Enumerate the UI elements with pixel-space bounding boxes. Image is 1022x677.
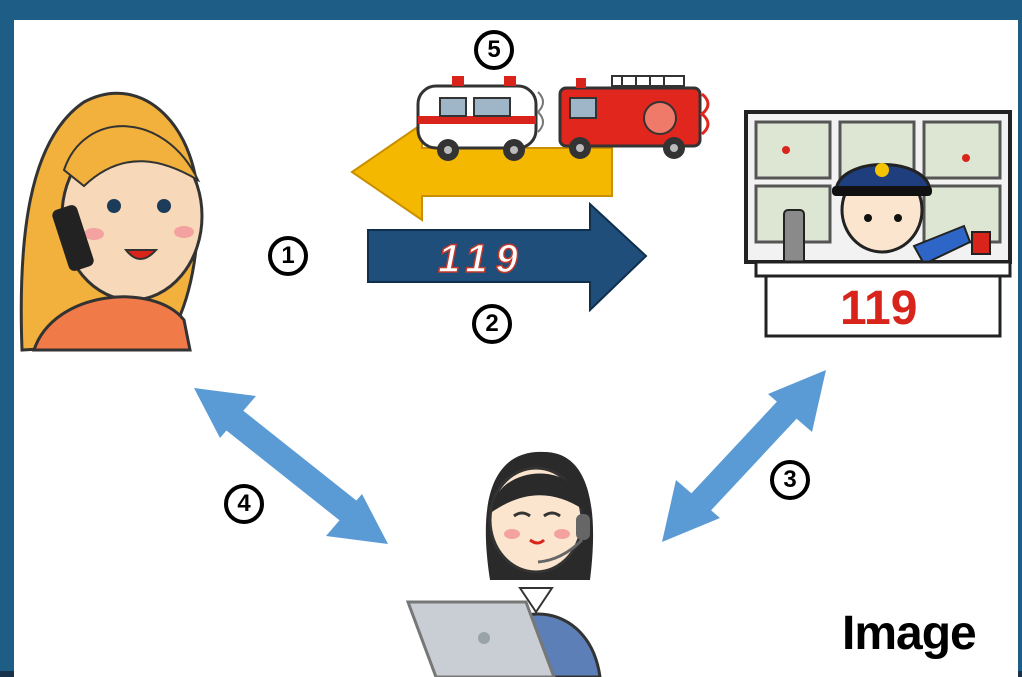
image-caption: Image [842,607,977,660]
step-4-marker: 4 [224,484,264,524]
call-119-arrow [367,201,648,313]
operator-icon [405,451,602,677]
step-1-marker: 1 [268,236,308,276]
step-2-marker: 2 [472,304,512,344]
caller-operator-link-arrow [194,388,388,544]
step-3-marker: 3 [770,460,810,500]
fire-engine-icon [558,75,710,159]
ambulance-icon [416,76,544,161]
diagram-canvas: 119 [14,20,1018,677]
call-119-label: 119 [438,237,526,281]
desk-sign-119: 119 [840,282,917,335]
diagram-svg: 119 [19,75,1012,677]
dispatch-officer-icon [744,110,1012,338]
operator-dispatch-link-arrow [662,370,826,542]
caller-woman-icon [19,91,204,352]
step-5-marker: 5 [474,30,514,70]
